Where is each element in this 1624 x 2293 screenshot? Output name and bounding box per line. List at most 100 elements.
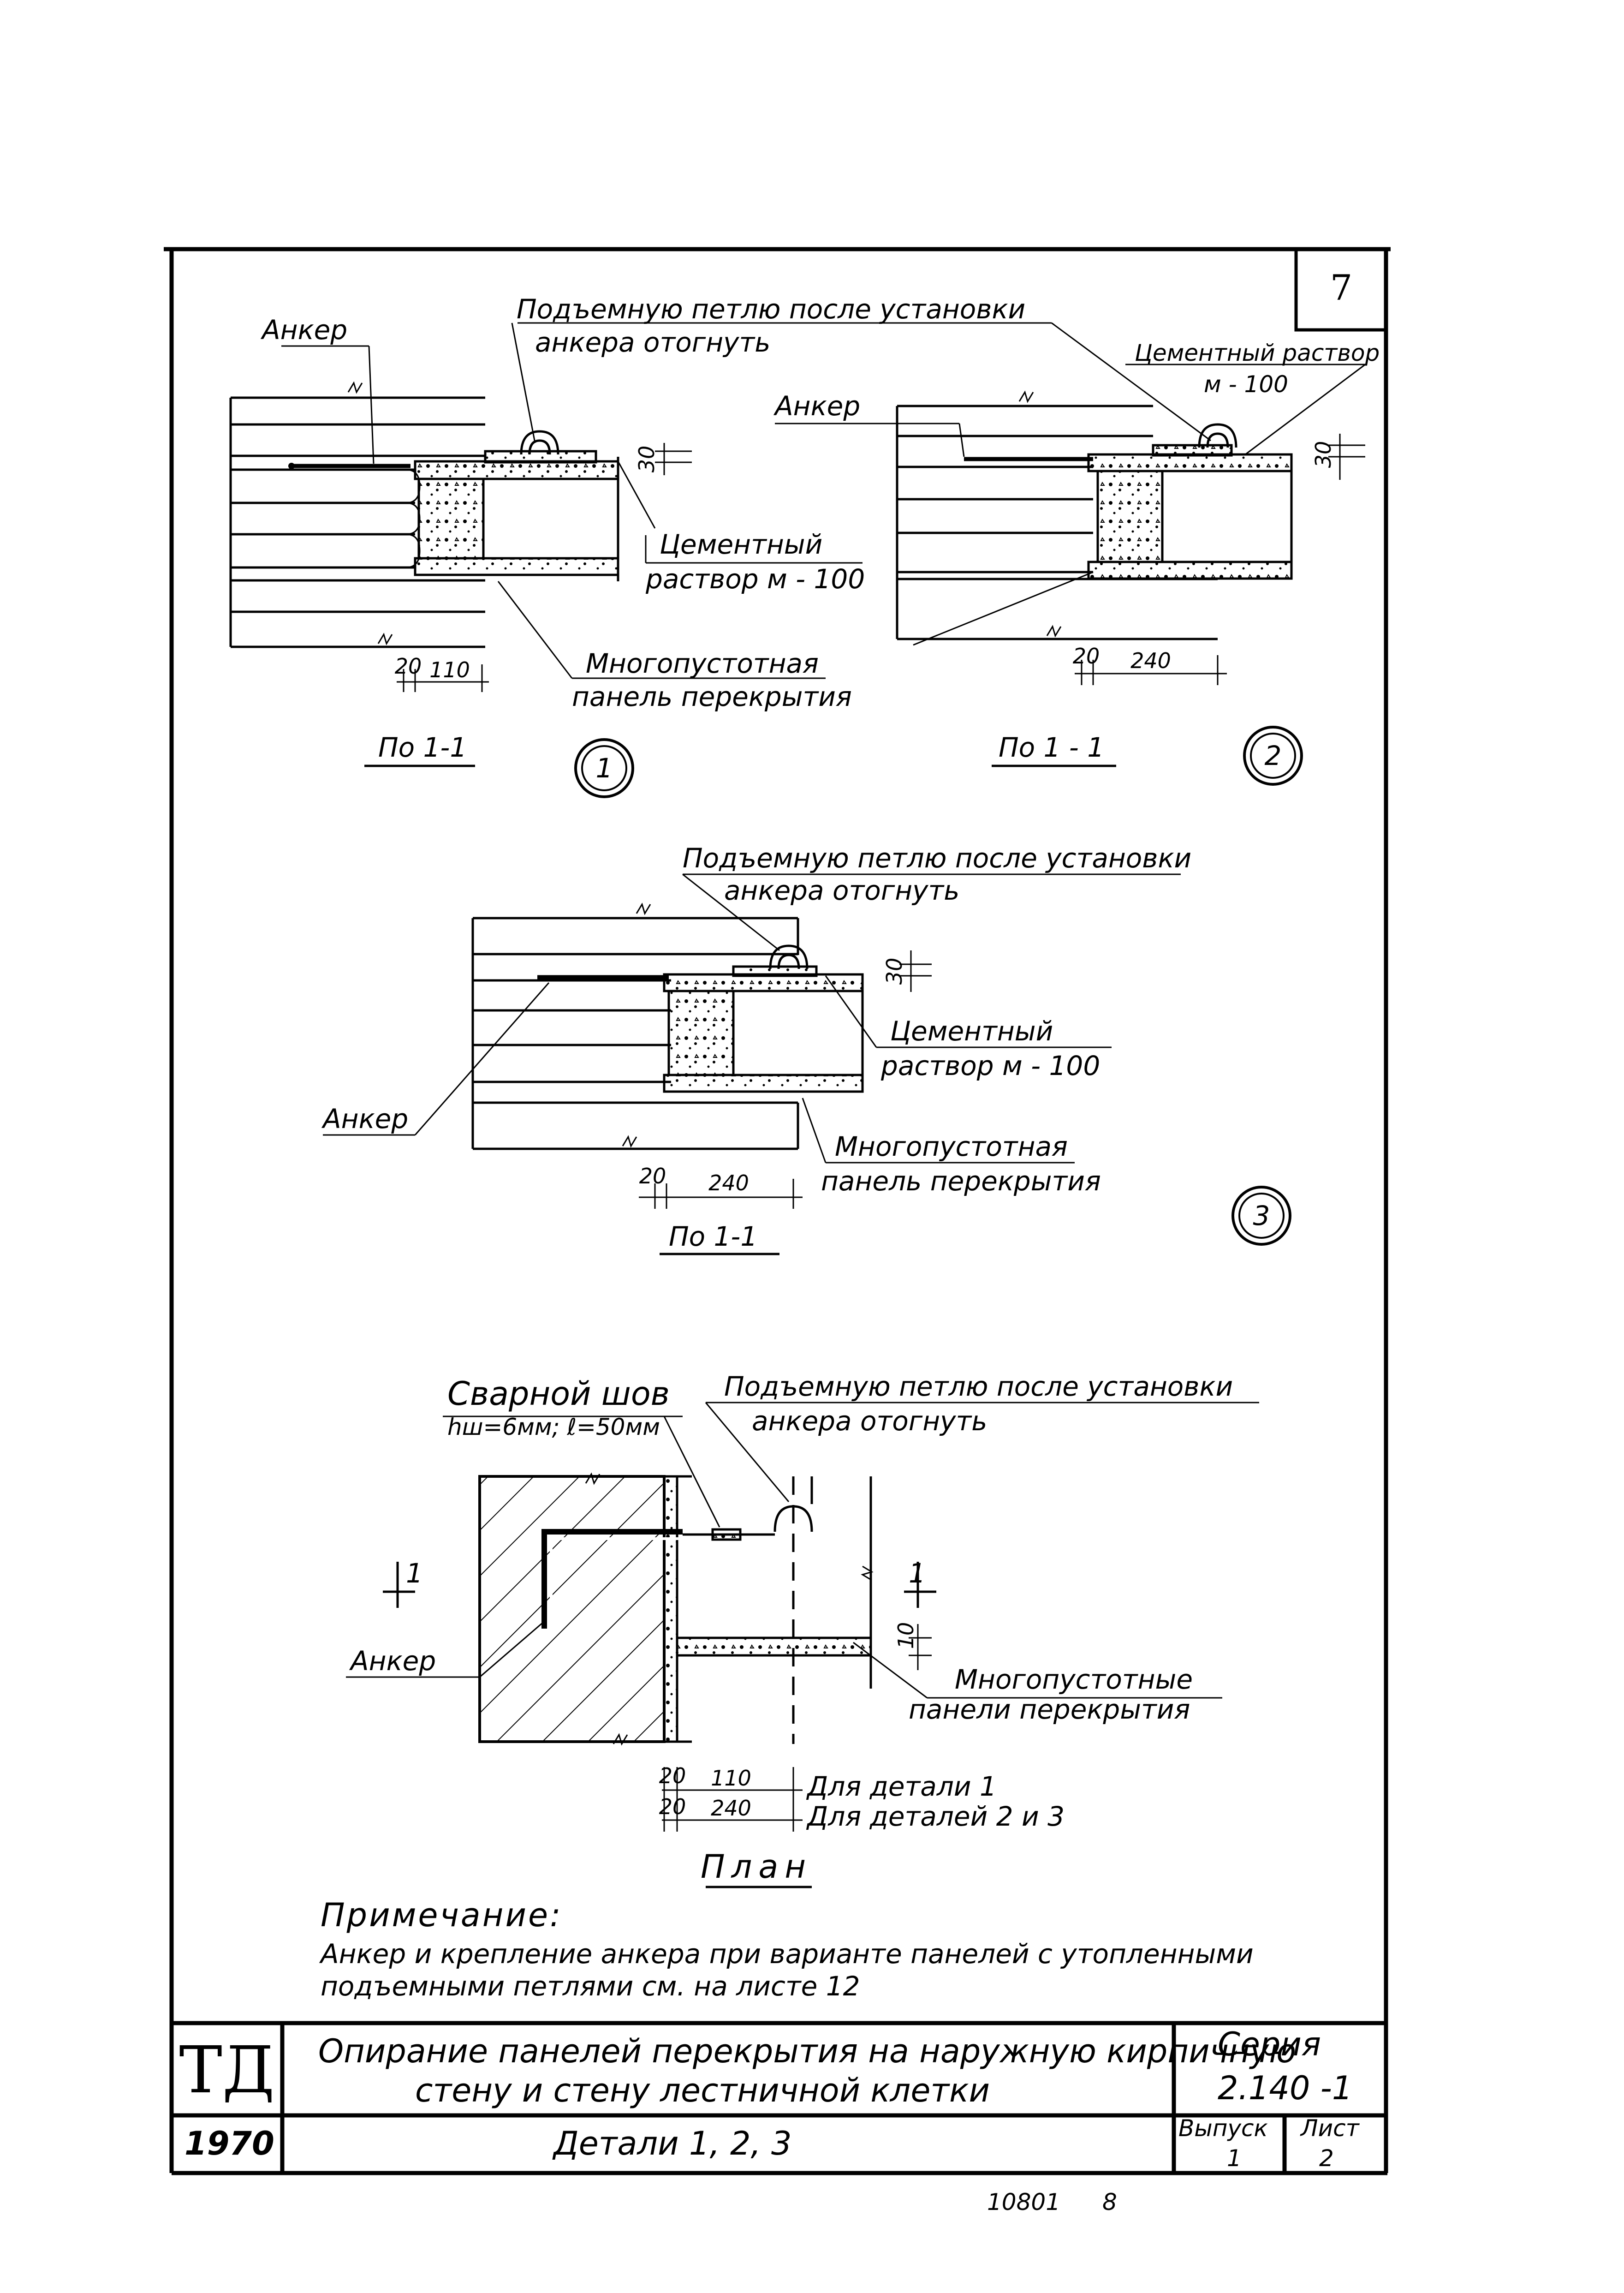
title-block-series-value: 2.140 -1 <box>1218 2069 1352 2107</box>
title-block-issue-value: 1 <box>1227 2145 1242 2172</box>
note-block: Примечание: Анкер и крепление анкера при… <box>319 1896 1254 2002</box>
detail-3: 30 20 240 Подъемную петлю после установк… <box>321 842 1291 1255</box>
plan-anchor <box>541 1529 683 1629</box>
detail-2-mortar-1: Цементный раствор <box>1135 340 1380 366</box>
svg-text:110: 110 <box>711 1766 751 1791</box>
detail-3-mortar-1: Цементный <box>890 1015 1053 1047</box>
detail-2-mortar-2: м - 100 <box>1204 371 1288 398</box>
detail-2-number: 2 <box>1265 740 1282 771</box>
detail-3-panel-1: Многопустотная <box>835 1131 1068 1162</box>
svg-text:110: 110 <box>429 657 470 682</box>
note-heading: Примечание: <box>321 1896 563 1934</box>
plan-dims: 20 110 20 240 Для детали 1 Для деталей 2… <box>659 1763 1065 1832</box>
page-number: 7 <box>1330 267 1352 308</box>
detail-3-loop-note-1: Подъемную петлю после установки <box>683 842 1191 874</box>
detail-2-dim-30: 30 <box>1311 434 1365 480</box>
detail-1-grout-top <box>414 460 619 480</box>
detail-2-number-circle <box>1243 726 1303 786</box>
detail-1-grout-bottom <box>414 557 619 576</box>
svg-text:30: 30 <box>882 958 907 985</box>
svg-text:20: 20 <box>659 1763 686 1788</box>
title-block: ТД Опирание панелей перекрытия на наружн… <box>172 2021 1386 2173</box>
note-line-2: подъемными петлями см. на листе 12 <box>321 1971 860 2002</box>
plan-dim-10: 10 <box>893 1622 932 1670</box>
plan-panel-strip <box>676 1636 872 1657</box>
title-block-year: 1970 <box>184 2125 274 2162</box>
svg-text:30: 30 <box>1311 441 1336 468</box>
svg-text:1: 1 <box>909 1558 926 1589</box>
svg-text:1: 1 <box>406 1558 423 1589</box>
plan-cut-mark-right: 1 <box>904 1558 936 1608</box>
detail-3-loop-note-2: анкера отогнуть <box>724 875 959 906</box>
bottom-number: 8 <box>1102 2189 1117 2215</box>
detail-1-plug <box>417 478 485 560</box>
detail-2-section-label: По 1 - 1 <box>999 732 1104 763</box>
detail-1-dims: 20 110 <box>395 654 489 692</box>
page-number-box <box>1294 247 1388 332</box>
title-block-series-label: Серия <box>1218 2025 1321 2063</box>
detail-1-dim-30: 30 <box>634 443 692 475</box>
detail-1-lifting-loop <box>520 430 559 455</box>
detail-2-anchor-label: Анкер <box>773 390 860 422</box>
detail-1: 30 20 110 Анкер Подъемную петлю после ус… <box>229 293 1052 798</box>
svg-text:20: 20 <box>639 1164 666 1188</box>
detail-3-number-circle <box>1231 1186 1291 1246</box>
plan-loop-note-1: Подъемную петлю после установки <box>724 1371 1233 1402</box>
svg-text:240: 240 <box>708 1170 749 1195</box>
svg-text:20: 20 <box>395 654 422 679</box>
detail-2: 30 20 240 Анкер Цементный раствор м - 10… <box>773 322 1380 786</box>
title-block-issue-label: Выпуск <box>1178 2115 1268 2142</box>
detail-1-mortar-2: раствор м - 100 <box>645 563 865 595</box>
plan-weld-label-2: hш=6мм; ℓ=50мм <box>447 1414 660 1440</box>
plan-weld-label-1: Сварной шов <box>447 1375 670 1413</box>
detail-3-dim-30: 30 <box>882 950 932 992</box>
plan-wall-hatched <box>478 1475 666 1743</box>
detail-3-section-label: По 1-1 <box>669 1221 757 1252</box>
plan-for-details-23: Для деталей 2 и 3 <box>806 1801 1065 1832</box>
plan-title: План <box>701 1848 812 1886</box>
svg-text:20: 20 <box>1073 644 1100 669</box>
detail-1-mortar-1: Цементный <box>660 529 822 560</box>
detail-1-number-circle <box>574 738 634 798</box>
plan-anchor-label: Анкер <box>349 1645 436 1677</box>
detail-3-anchor-label: Анкер <box>321 1103 408 1135</box>
plan-panels-1: Многопустотные <box>955 1664 1193 1695</box>
detail-1-loop-note-1: Подъемную петлю после установки <box>517 293 1025 325</box>
detail-1-wall <box>229 381 485 648</box>
detail-1-anchor-label: Анкер <box>260 314 347 346</box>
svg-text:10: 10 <box>893 1622 918 1649</box>
sheet-frame: 7 <box>164 247 1391 2175</box>
plan-panels-2: панели перекрытия <box>909 1694 1190 1725</box>
detail-2-dims: 20 240 <box>1073 644 1227 685</box>
detail-3-mortar-2: раствор м - 100 <box>880 1050 1100 1081</box>
detail-1-panel-1: Многопустотная <box>586 648 819 679</box>
title-block-title-line-1: Опирание панелей перекрытия на наружную … <box>318 2032 1296 2070</box>
svg-text:30: 30 <box>634 446 659 473</box>
svg-text:240: 240 <box>1130 648 1171 673</box>
detail-3-panel-2: панель перекрытия <box>821 1165 1101 1197</box>
detail-1-loop-note-2: анкера отогнуть <box>535 327 770 358</box>
svg-text:240: 240 <box>711 1796 751 1821</box>
detail-1-number: 1 <box>596 752 613 784</box>
detail-3-lifting-loop <box>769 944 809 969</box>
detail-1-section-label: По 1-1 <box>378 732 467 763</box>
detail-1-panel-2: панель перекрытия <box>572 681 852 712</box>
detail-3-number: 3 <box>1253 1200 1270 1231</box>
svg-text:20: 20 <box>659 1794 686 1819</box>
detail-2-lifting-loop <box>1198 423 1237 448</box>
plan-for-detail-1: Для детали 1 <box>806 1771 997 1802</box>
title-block-subtitle: Детали 1, 2, 3 <box>552 2125 792 2162</box>
plan-loop-note-2: анкера отогнуть <box>752 1405 987 1437</box>
note-line-1: Анкер и крепление анкера при варианте па… <box>319 1938 1254 1970</box>
plan-view: 1 1 10 20 110 20 240 Для детали 1 Для де… <box>346 1371 1259 1888</box>
detail-3-wall <box>471 902 799 1150</box>
detail-2-wall <box>896 390 1218 640</box>
bottom-code: 10801 <box>987 2189 1060 2215</box>
detail-3-dims: 20 240 <box>639 1164 803 1209</box>
title-block-sheet-label: Лист <box>1300 2115 1360 2142</box>
plan-cut-mark-left: 1 <box>383 1558 423 1608</box>
title-block-title-line-2: стену и стену лестничной клетки <box>415 2072 990 2109</box>
title-block-sheet-value: 2 <box>1319 2145 1334 2172</box>
title-block-logo: ТД <box>179 2033 274 2108</box>
